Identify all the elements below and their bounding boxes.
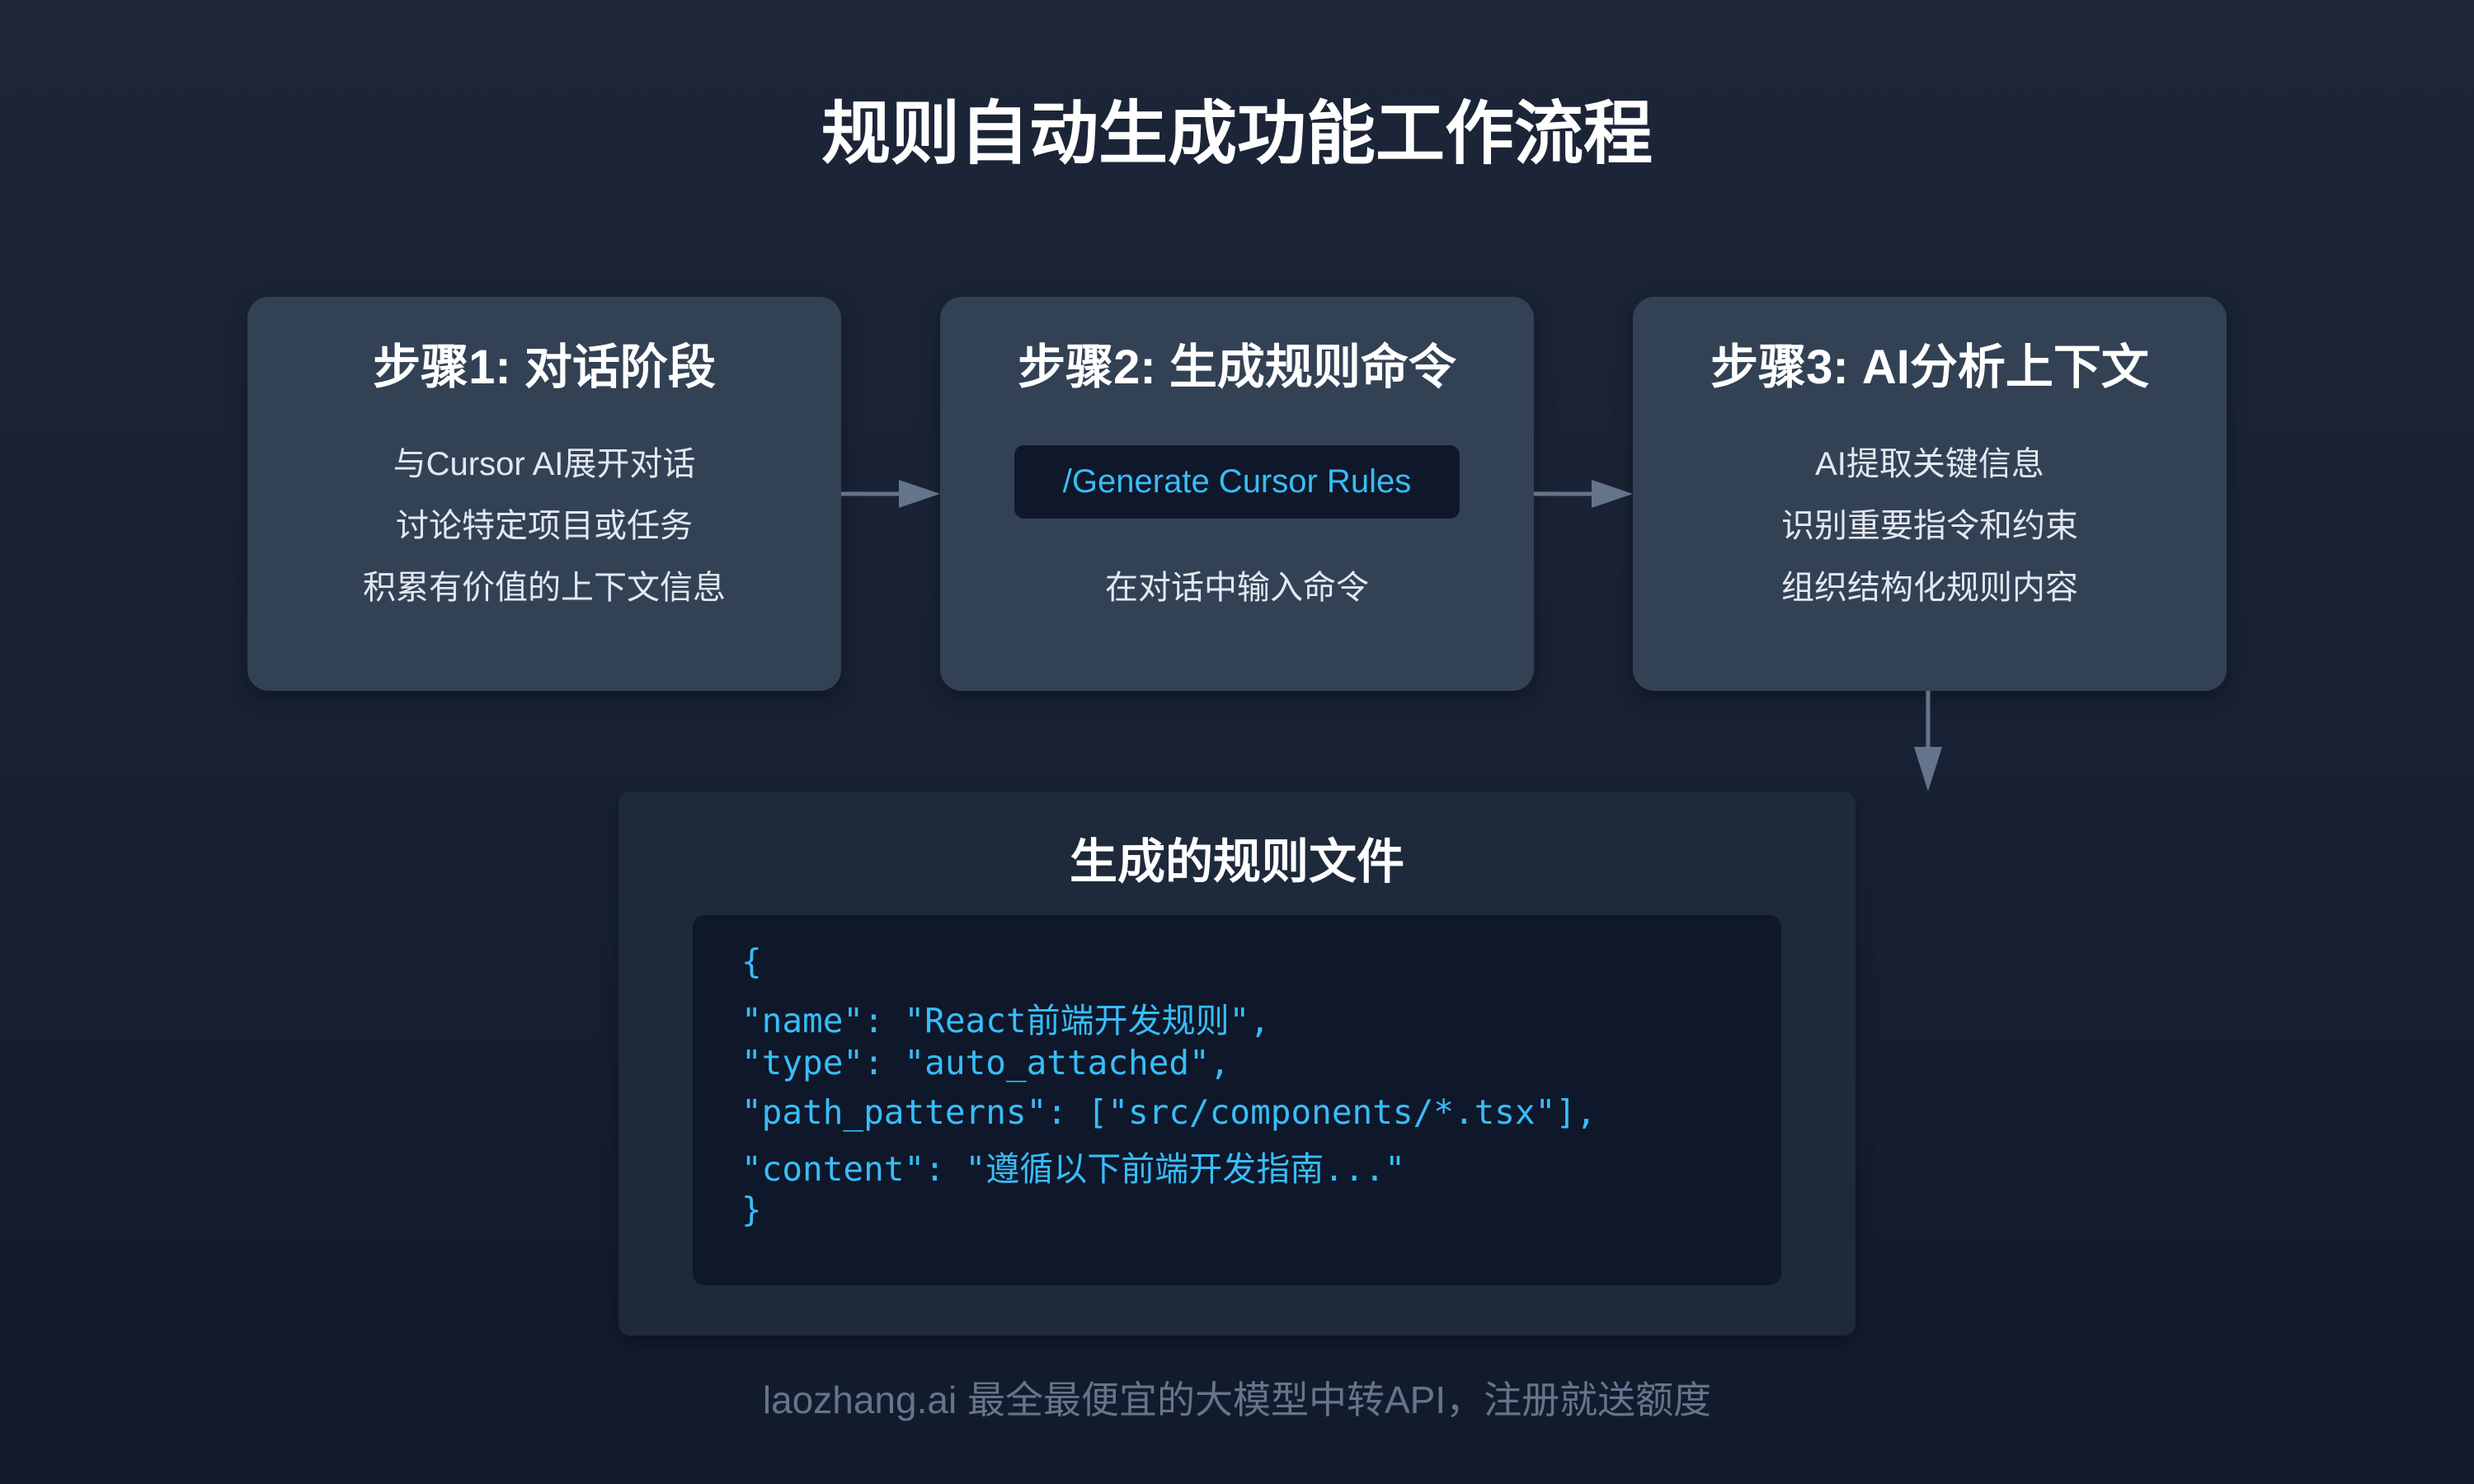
arrow-right-icon <box>1534 480 1633 508</box>
step-line: 在对话中输入命令 <box>1105 570 1369 606</box>
step-line: 识别重要指令和约束 <box>1781 508 2078 544</box>
code-line: "path_patterns": ["src/components/*.tsx"… <box>741 1092 1597 1132</box>
step-line: 组织结构化规则内容 <box>1781 570 2078 606</box>
step-1-card: 步骤1: 对话阶段 与Cursor AI展开对话 讨论特定项目或任务 积累有价值… <box>247 297 841 691</box>
code-line: { <box>741 942 762 981</box>
step-line: 与Cursor AI展开对话 <box>393 446 696 482</box>
step-title: 步骤1: 对话阶段 <box>373 340 716 394</box>
code-line: "type": "auto_attached", <box>741 1043 1230 1082</box>
step-3-card: 步骤3: AI分析上下文 AI提取关键信息 识别重要指令和约束 组织结构化规则内… <box>1633 297 2227 691</box>
step-title: 步骤3: AI分析上下文 <box>1710 340 2149 394</box>
step-line: AI提取关键信息 <box>1815 446 2044 482</box>
arrow-down-icon <box>1914 691 1942 791</box>
footer-text: laozhang.ai 最全最便宜的大模型中转API，注册就送额度 <box>762 1378 1712 1421</box>
step-title: 步骤2: 生成规则命令 <box>1018 340 1456 394</box>
arrow-right-icon <box>841 480 940 508</box>
code-line: "name": "React前端开发规则", <box>741 1001 1270 1040</box>
output-title: 生成的规则文件 <box>1069 835 1404 889</box>
page-title: 规则自动生成功能工作流程 <box>821 95 1653 172</box>
code-block: { "name": "React前端开发规则", "type": "auto_a… <box>693 915 1781 1285</box>
output-panel: 生成的规则文件 { "name": "React前端开发规则", "type":… <box>618 791 1856 1336</box>
step-line: 讨论特定项目或任务 <box>396 508 693 544</box>
code-line: "content": "遵循以下前端开发指南..." <box>741 1149 1405 1189</box>
code-line: } <box>741 1190 762 1229</box>
command-box: /Generate Cursor Rules <box>1014 445 1460 519</box>
step-line: 积累有价值的上下文信息 <box>363 570 726 606</box>
step-2-card: 步骤2: 生成规则命令 /Generate Cursor Rules 在对话中输… <box>940 297 1534 691</box>
